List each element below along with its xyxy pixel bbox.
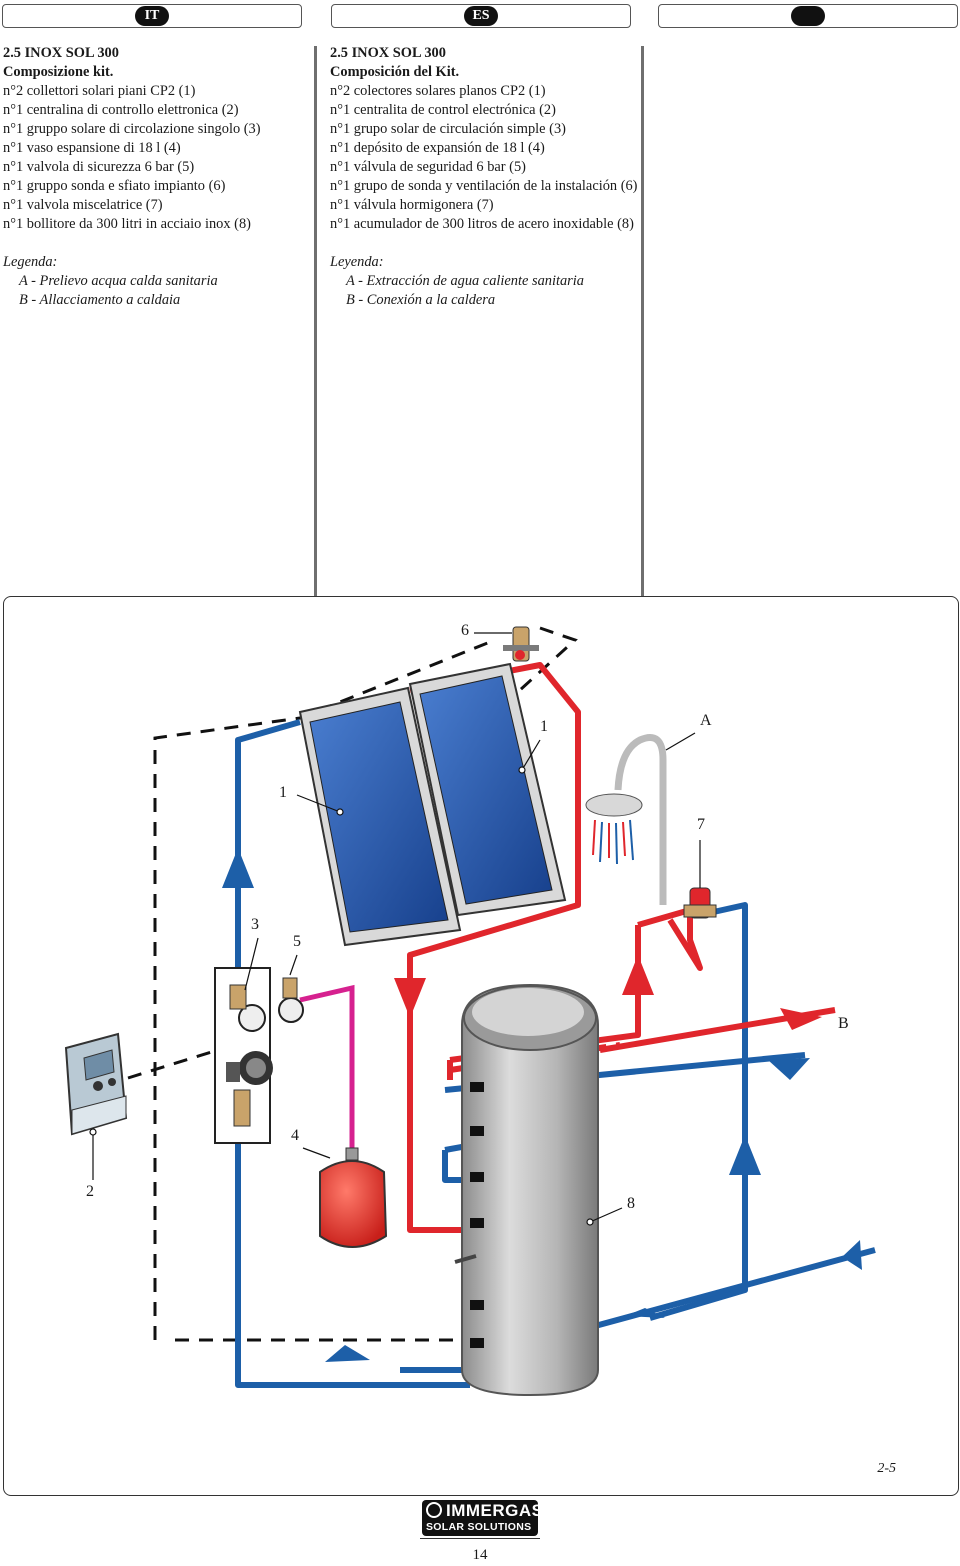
column-it: 2.5 INOX SOL 300 Composizione kit. n°2 c…: [3, 44, 313, 310]
legend-text: Extracción de agua caliente sanitaria: [366, 273, 584, 289]
list-item: n°2 collettori solari piani CP2 (1): [3, 83, 196, 99]
label-8: 8: [627, 1195, 635, 1212]
label-2: 2: [86, 1183, 94, 1200]
legend-row: B - Allacciamento a caldaia: [19, 292, 181, 308]
kit-title: Composizione kit.: [3, 64, 114, 80]
list-item: n°1 válvula de seguridad 6 bar (5): [330, 159, 526, 175]
pump-group: [214, 967, 304, 1144]
list-item: n°1 grupo de sonda y ventilación de la i…: [330, 178, 638, 194]
label-5: 5: [293, 933, 301, 950]
section-title: 2.5 INOX SOL 300: [3, 45, 119, 61]
list-item: n°1 gruppo sonda e sfiato impianto (6): [3, 178, 226, 194]
mixing-valve: [683, 887, 717, 919]
legend-text: Prelievo acqua calda sanitaria: [39, 273, 218, 289]
tab-es[interactable]: ES: [331, 4, 631, 28]
section-title: 2.5 INOX SOL 300: [330, 45, 446, 61]
legend-row: A - Prelievo acqua calda sanitaria: [19, 273, 218, 289]
column-divider: [314, 46, 317, 596]
logo-brand: IMMERGAS: [446, 1501, 544, 1520]
legend-title: Leyenda:: [330, 254, 384, 270]
label-7: 7: [697, 816, 705, 833]
list-item: n°1 centralita de control electrónica (2…: [330, 102, 556, 118]
tab-it-label: IT: [135, 6, 169, 26]
list-item: n°1 gruppo solare di circolazione singol…: [3, 121, 261, 137]
list-item: n°1 acumulador de 300 litros de acero in…: [330, 216, 634, 232]
label-4: 4: [291, 1127, 299, 1144]
tab-it[interactable]: IT: [2, 4, 302, 28]
solar-collectors: [298, 662, 567, 947]
control-unit: [64, 1032, 128, 1136]
tab-third-label: [791, 6, 825, 26]
label-3: 3: [251, 916, 259, 933]
legend-key: B: [346, 292, 355, 308]
label-A: A: [700, 712, 712, 729]
list-item: n°1 valvola di sicurezza 6 bar (5): [3, 159, 195, 175]
figure-reference: 2-5: [877, 1461, 896, 1476]
legend-key: A: [19, 273, 28, 289]
kit-title: Composición del Kit.: [330, 64, 460, 80]
list-item: n°1 grupo solar de circulación simple (3…: [330, 121, 566, 137]
logo-mark-icon: [426, 1502, 442, 1518]
list-item: n°1 depósito de expansión de 18 l (4): [330, 140, 545, 156]
label-6: 6: [461, 622, 469, 639]
legend-title: Legenda:: [3, 254, 58, 270]
legend-text: Allacciamento a caldaia: [39, 292, 181, 308]
list-item: n°1 centralina di controllo elettronica …: [3, 102, 239, 118]
expansion-pipe: [299, 984, 355, 1150]
list-item: n°1 valvola miscelatrice (7): [3, 197, 163, 213]
legend-row: A - Extracción de agua caliente sanitari…: [346, 273, 584, 289]
label-1-left: 1: [279, 784, 287, 801]
expansion-vessel: [319, 1147, 388, 1248]
immergas-logo: IMMERGAS SOLAR SOLUTIONS: [422, 1500, 543, 1536]
label-1-right: 1: [540, 718, 548, 735]
footer-divider: [420, 1538, 540, 1539]
legend-key: B: [19, 292, 28, 308]
label-leaders: [89, 632, 701, 1226]
column-es: 2.5 INOX SOL 300 Composición del Kit. n°…: [330, 44, 640, 310]
list-item: n°1 bollitore da 300 litri in acciaio in…: [3, 216, 251, 232]
shower-head: [585, 734, 667, 905]
legend-text: Conexión a la caldera: [366, 292, 496, 308]
logo-subtitle: SOLAR SOLUTIONS: [426, 1521, 532, 1533]
label-B: B: [838, 1015, 849, 1032]
vent-sensor-group: [503, 626, 539, 662]
page-number: 14: [472, 1547, 488, 1563]
legend-row: B - Conexión a la caldera: [346, 292, 496, 308]
legend-key: A: [346, 273, 355, 289]
storage-tank: [454, 983, 599, 1397]
flow-arrows: [222, 848, 862, 1362]
list-item: n°1 vaso espansione di 18 l (4): [3, 140, 181, 156]
tab-third[interactable]: [658, 4, 958, 28]
list-item: n°2 colectores solares planos CP2 (1): [330, 83, 546, 99]
tab-es-label: ES: [464, 6, 498, 26]
list-item: n°1 válvula hormigonera (7): [330, 197, 494, 213]
column-divider: [641, 46, 644, 596]
